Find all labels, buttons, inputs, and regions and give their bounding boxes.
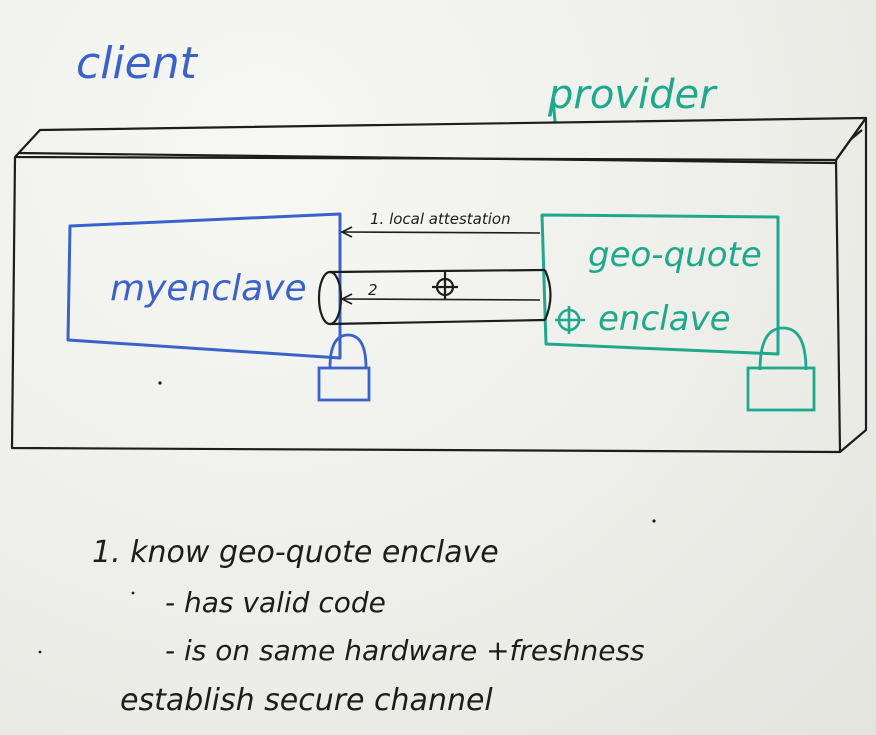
local-attestation-arrow xyxy=(340,226,541,238)
enclave-label: enclave xyxy=(598,299,730,339)
padlock-icon xyxy=(746,326,816,412)
note-line-1: 1. know geo-quote enclave xyxy=(92,535,499,570)
provider-pointer xyxy=(551,97,557,123)
marker-dot xyxy=(131,591,135,595)
marker-dot xyxy=(652,519,656,523)
padlock-icon xyxy=(317,333,371,402)
secure-channel-tube xyxy=(317,268,552,326)
provider-machine-box xyxy=(10,116,868,454)
provider-label: provider xyxy=(547,72,718,118)
geo-quote-label: geo-quote xyxy=(588,235,762,275)
note-line-2: - has valid code xyxy=(165,586,386,619)
marker-dot xyxy=(38,650,42,654)
note-line-4: establish secure channel xyxy=(120,683,493,718)
client-label: client xyxy=(76,38,199,89)
marker-dot xyxy=(158,381,162,385)
crosshair-icon xyxy=(555,306,585,334)
my-enclave-label: myenclave xyxy=(110,268,307,309)
local-attestation-label: 1. local attestation xyxy=(370,210,511,228)
geo-quote-enclave-box: geo-quote enclave xyxy=(540,213,780,356)
crosshair-icon xyxy=(432,272,458,300)
note-line-3: - is on same hardware +freshness xyxy=(165,634,645,667)
channel-arrow xyxy=(340,293,541,305)
notes: 1. know geo-quote enclave - has valid co… xyxy=(92,535,645,718)
my-enclave-box: myenclave xyxy=(66,212,342,360)
channel-arrow-label: 2 xyxy=(368,281,378,299)
